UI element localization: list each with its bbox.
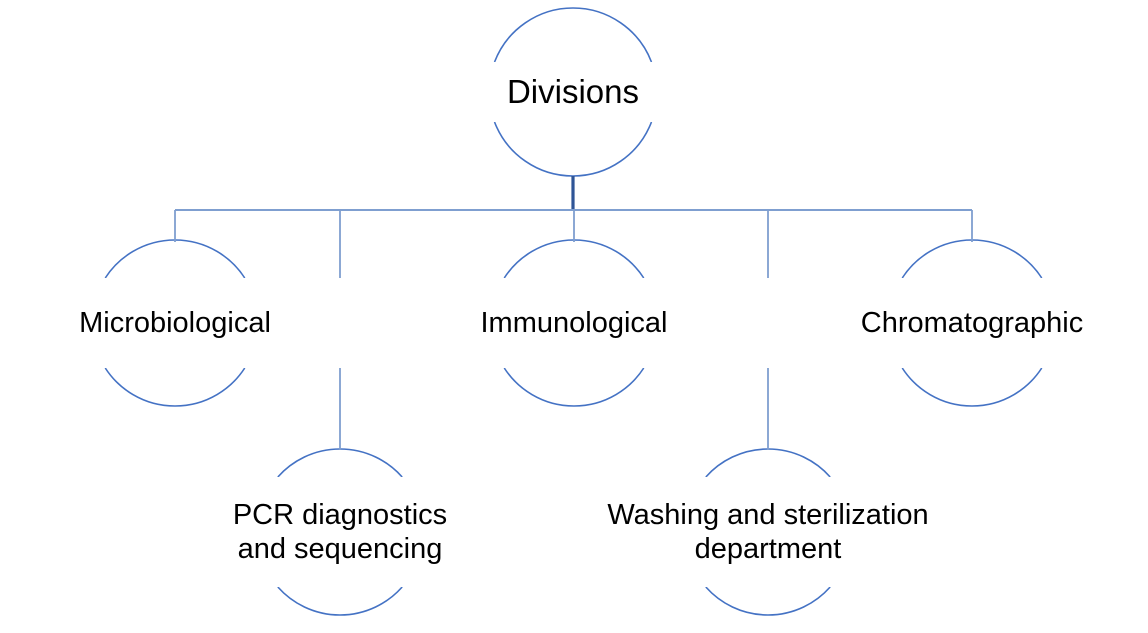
node-circle-arc-top-washing-and-sterilization-department [705, 448, 831, 478]
node-label-line: Chromatographic [860, 306, 1084, 339]
node-label-chromatographic: Chromatographic [742, 278, 1148, 368]
node-circle-arc-top-pcr-diagnostics-and-sequencing [277, 448, 403, 478]
node-circle-arc-bottom-chromatographic [901, 367, 1043, 407]
node-label-line: and sequencing [237, 533, 443, 565]
node-circle-arc-bottom-immunological [503, 367, 645, 407]
node-label-line: PCR diagnostics [232, 498, 448, 531]
node-circle-arc-top-chromatographic [901, 239, 1043, 279]
node-circle-arc-bottom-divisions [493, 121, 653, 177]
node-label-line: Microbiological [79, 306, 271, 339]
node-label-line: department [694, 533, 842, 565]
node-circle-arc-bottom-microbiological [104, 367, 246, 407]
node-label-line: Washing and sterilization [607, 498, 929, 531]
node-label-microbiological: Microbiological [0, 278, 405, 368]
node-label-divisions: Divisions [343, 62, 803, 122]
node-circle-arc-bottom-pcr-diagnostics-and-sequencing [277, 586, 403, 616]
node-circle-arc-bottom-washing-and-sterilization-department [705, 586, 831, 616]
node-label-immunological: Immunological [344, 278, 804, 368]
node-circle-arc-top-microbiological [104, 239, 246, 279]
node-circle-arc-top-divisions [493, 7, 653, 63]
node-label-line: Immunological [480, 306, 668, 339]
node-label-line: Divisions [506, 72, 640, 110]
node-circle-arc-top-immunological [503, 239, 645, 279]
